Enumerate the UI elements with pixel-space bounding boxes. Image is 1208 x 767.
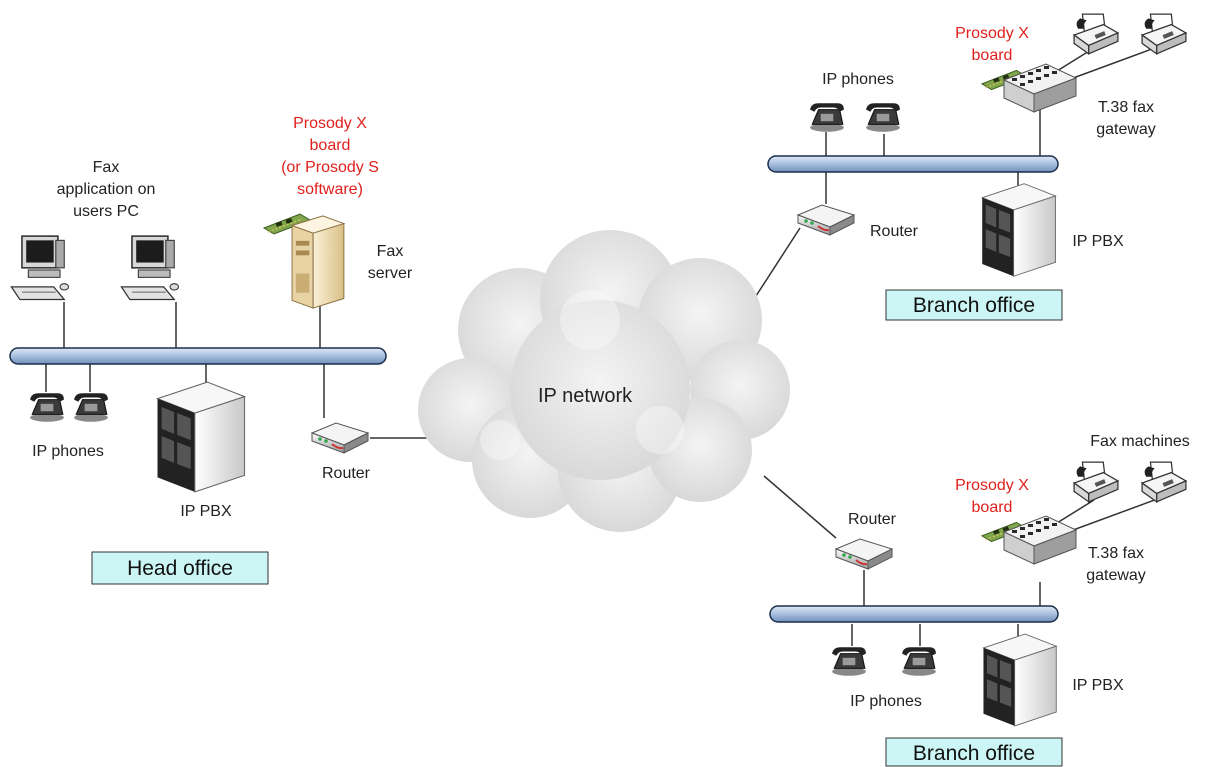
phone-icon xyxy=(901,646,937,677)
svg-text:Prosody X: Prosody X xyxy=(955,25,1029,42)
svg-text:application on: application on xyxy=(57,181,156,198)
pc-icon xyxy=(120,235,180,301)
fax-machine-icon xyxy=(1073,13,1119,55)
fax-app-label: Fax application on users PC xyxy=(57,159,156,220)
fax-machine-icon xyxy=(1141,13,1187,55)
router-icon xyxy=(796,203,856,237)
svg-text:Fax: Fax xyxy=(93,159,120,176)
phone-icon xyxy=(865,102,901,133)
ip-phones-label: IP phones xyxy=(850,693,922,710)
router-icon xyxy=(310,421,370,455)
svg-text:software): software) xyxy=(297,181,363,198)
ip-pbx-label: IP PBX xyxy=(1072,233,1124,250)
svg-text:Prosody X: Prosody X xyxy=(293,115,367,132)
ip-network-cloud: IP network xyxy=(418,230,790,532)
svg-text:Prosody X: Prosody X xyxy=(955,477,1029,494)
fax-machines-label: Fax machines xyxy=(1090,433,1190,450)
svg-text:board: board xyxy=(310,137,351,154)
phone-icon xyxy=(29,392,65,423)
ip-phones-label: IP phones xyxy=(822,71,894,88)
router-label: Router xyxy=(322,465,371,482)
svg-text:(or Prosody S: (or Prosody S xyxy=(281,159,379,176)
ip-phones-label: IP phones xyxy=(32,443,104,460)
pbx-icon xyxy=(156,381,246,493)
svg-text:server: server xyxy=(368,265,413,282)
branch-office-1-box: Branch office xyxy=(885,289,1063,321)
cloud-icon xyxy=(418,230,790,532)
phone-icon xyxy=(809,102,845,133)
branch-office-1-bus xyxy=(767,155,1059,173)
svg-text:board: board xyxy=(972,47,1013,64)
branch-office-2-bus xyxy=(769,605,1059,623)
router-icon xyxy=(834,537,894,571)
branch-office-1: IP phones Prosody X board T.38 fax gatew… xyxy=(767,13,1187,321)
phone-icon xyxy=(831,646,867,677)
head-office-bus xyxy=(9,347,387,365)
head-office: Fax application on users PC Prosody X bo… xyxy=(9,115,413,585)
fax-server-label: Fax xyxy=(377,243,404,260)
svg-text:gateway: gateway xyxy=(1086,567,1146,584)
prosody-board-label: Prosody X board (or Prosody S software) xyxy=(281,115,379,198)
svg-text:users PC: users PC xyxy=(73,203,139,220)
svg-text:Branch office: Branch office xyxy=(913,294,1035,317)
ip-pbx-label: IP PBX xyxy=(1072,677,1124,694)
pc-icon xyxy=(10,235,70,301)
gateway-label: T.38 fax xyxy=(1088,545,1144,562)
svg-text:Head office: Head office xyxy=(127,557,233,580)
router-label: Router xyxy=(848,511,897,528)
head-office-box: Head office xyxy=(91,551,269,585)
branch-office-2: Fax machines Prosody X board T.38 fax ga… xyxy=(769,433,1190,767)
fax-server-icon xyxy=(291,215,345,309)
svg-text:Branch office: Branch office xyxy=(913,742,1035,765)
phone-icon xyxy=(73,392,109,423)
prosody-board-label: Prosody X board xyxy=(955,477,1029,516)
svg-text:board: board xyxy=(972,499,1013,516)
pbx-icon xyxy=(981,183,1056,277)
prosody-board-label: Prosody X board xyxy=(955,25,1029,64)
ip-network-label: IP network xyxy=(538,385,633,407)
ip-pbx-label: IP PBX xyxy=(180,503,232,520)
router-label: Router xyxy=(870,223,919,240)
fax-machine-icon xyxy=(1073,461,1119,503)
gateway-label: T.38 fax xyxy=(1098,99,1154,116)
branch-office-2-box: Branch office xyxy=(885,737,1063,767)
pbx-icon xyxy=(983,633,1057,727)
fax-machine-icon xyxy=(1141,461,1187,503)
svg-text:gateway: gateway xyxy=(1096,121,1156,138)
